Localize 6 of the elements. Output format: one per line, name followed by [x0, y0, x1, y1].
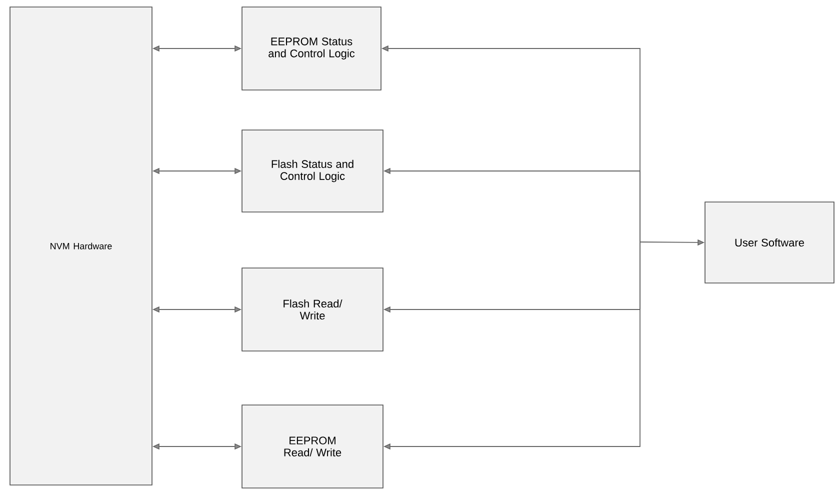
hardware-box: NVM Hardware: [10, 6, 152, 486]
logic-box: Flash Status and Control Logic: [242, 130, 384, 212]
software-box: User Software: [704, 202, 834, 284]
logic-box: Flash Read/ Write: [242, 268, 384, 352]
logic-box: EEPROM Status and Control Logic: [242, 6, 382, 90]
logic-box: EEPROM Read/ Write: [242, 404, 384, 488]
